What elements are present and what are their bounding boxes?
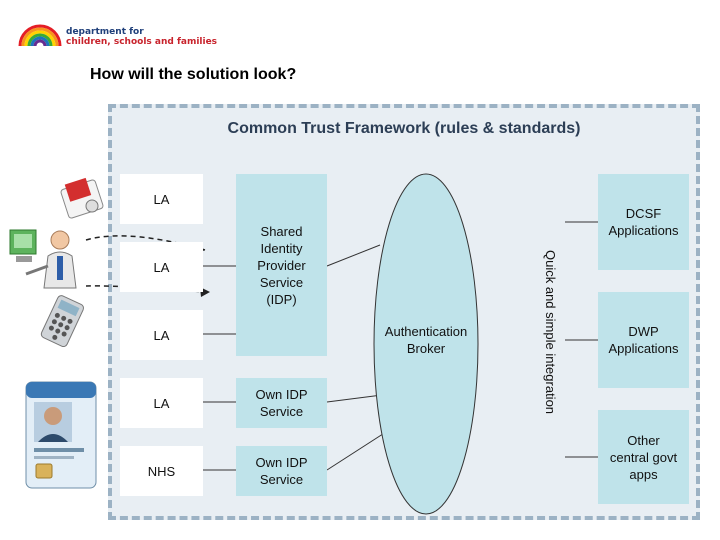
connector-line xyxy=(326,244,381,267)
photo-id-card-icon xyxy=(25,381,97,489)
la-box: LA xyxy=(120,174,203,224)
shared-idp-line: Identity xyxy=(260,240,303,256)
la-box: LA xyxy=(120,242,203,292)
logo-text: department for children, schools and fam… xyxy=(66,27,217,47)
own-idp-line: Own IDP xyxy=(255,387,308,402)
rainbow-logo-icon xyxy=(18,24,62,47)
id-card-document-icon xyxy=(60,177,104,219)
broker-line: Authentication xyxy=(384,324,468,339)
connector-line xyxy=(326,394,383,403)
dwp-apps-box: DWP Applications xyxy=(598,292,689,388)
broker-line: Broker xyxy=(406,341,446,356)
framework-title: Common Trust Framework (rules & standard… xyxy=(227,120,581,137)
authentication-broker-label: Authentication Broker xyxy=(376,320,476,360)
logo-line-1: department for xyxy=(66,27,144,37)
shared-idp-line: Service xyxy=(259,274,304,290)
connector-line xyxy=(326,431,387,471)
own-idp-box: Own IDP Service xyxy=(236,446,327,496)
calculator-keypad-icon xyxy=(40,295,85,348)
shared-idp-line: (IDP) xyxy=(266,291,297,307)
shared-idp-line: Shared xyxy=(260,223,303,239)
own-idp-line: Service xyxy=(259,472,304,487)
dwp-line: Applications xyxy=(608,341,679,356)
shared-idp-line: Provider xyxy=(257,257,306,273)
dcsf-apps-box: DCSF Applications xyxy=(598,174,689,270)
logo-line-2: children, schools and families xyxy=(66,37,218,47)
own-idp-line: Own IDP xyxy=(255,455,308,470)
la-box: LA xyxy=(120,378,203,428)
slide-title: How will the solution look? xyxy=(90,66,297,83)
other-line: Other xyxy=(627,432,660,448)
other-line: central govt xyxy=(609,449,678,465)
la-box: LA xyxy=(120,310,203,360)
dcsf-line: DCSF xyxy=(625,206,662,221)
other-apps-box: Other central govt apps xyxy=(598,410,689,504)
authentication-broker-ellipse xyxy=(373,173,479,515)
shared-idp-box: Shared Identity Provider Service (IDP) xyxy=(236,174,327,356)
nhs-box: NHS xyxy=(120,446,203,496)
own-idp-line: Service xyxy=(259,404,304,419)
other-line: apps xyxy=(629,466,658,482)
integration-label: Quick and simple integration xyxy=(543,250,558,415)
dcsf-line: Applications xyxy=(608,223,679,238)
own-idp-box: Own IDP Service xyxy=(236,378,327,428)
dwp-line: DWP xyxy=(628,324,659,339)
person-at-computer-icon xyxy=(9,229,77,289)
